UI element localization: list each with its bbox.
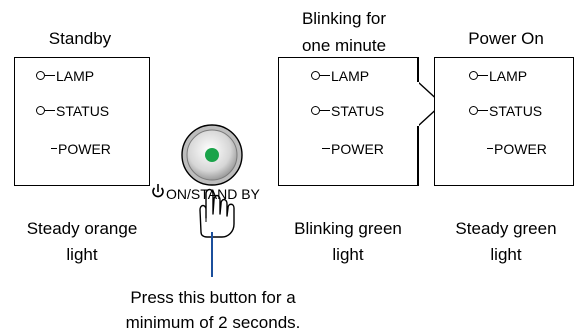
standby-power-label: POWER (58, 141, 111, 157)
standby-lamp-lead (45, 75, 55, 76)
blinking-title: Blinking for one minute (274, 8, 414, 56)
blinking-title-line2: one minute (274, 35, 414, 56)
standby-status-indicator (36, 106, 45, 115)
poweron-lamp-lead (478, 75, 488, 76)
standby-caption: Steady orange light (4, 218, 160, 265)
poweron-panel: LAMP STATUS POWER (434, 57, 574, 186)
standby-lamp-label: LAMP (56, 68, 94, 84)
standby-panel: LAMP STATUS POWER (14, 57, 150, 186)
standby-lamp-indicator (36, 71, 45, 80)
poweron-status-label: STATUS (489, 103, 542, 119)
blinking-panel-right-edge-top (417, 57, 419, 82)
blinking-lamp-lead (320, 75, 330, 76)
blinking-lamp-indicator (311, 71, 320, 80)
blinking-status-label: STATUS (331, 103, 384, 119)
instruction-text: Press this button for a minimum of 2 sec… (92, 287, 334, 333)
blinking-caption-line2: light (270, 244, 426, 265)
standby-status-lead (45, 110, 55, 111)
standby-title: Standby (20, 28, 140, 49)
blinking-title-line1: Blinking for (274, 8, 414, 29)
poweron-lamp-label: LAMP (489, 68, 527, 84)
blinking-lamp-label: LAMP (331, 68, 369, 84)
poweron-caption-line2: light (428, 244, 584, 265)
poweron-title: Power On (436, 28, 576, 49)
blinking-caption: Blinking green light (270, 218, 426, 265)
blinking-panel: LAMP STATUS POWER (278, 57, 419, 186)
power-symbol-icon (153, 184, 163, 197)
poweron-power-lead (487, 148, 493, 149)
poweron-power-label: POWER (494, 141, 547, 157)
blinking-caption-line1: Blinking green (270, 218, 426, 239)
standby-power-lead (51, 148, 57, 149)
blinking-power-label: POWER (331, 141, 384, 157)
poweron-lamp-indicator (469, 71, 478, 80)
blinking-status-lead (320, 110, 330, 111)
poweron-status-indicator (469, 106, 478, 115)
on-standby-button[interactable] (182, 125, 242, 185)
blinking-panel-right-edge-bottom (417, 126, 419, 186)
poweron-caption: Steady green light (428, 218, 584, 265)
standby-caption-line1: Steady orange (4, 218, 160, 239)
poweron-status-lead (478, 110, 488, 111)
standby-status-label: STATUS (56, 103, 109, 119)
blinking-status-indicator (311, 106, 320, 115)
instruction-line1: Press this button for a (92, 287, 334, 308)
instruction-line2: minimum of 2 seconds. (92, 312, 334, 333)
on-standby-button-label[interactable]: ON/STAND BY (166, 186, 260, 202)
poweron-caption-line1: Steady green (428, 218, 584, 239)
standby-caption-line2: light (4, 244, 160, 265)
blinking-power-lead (322, 148, 330, 149)
